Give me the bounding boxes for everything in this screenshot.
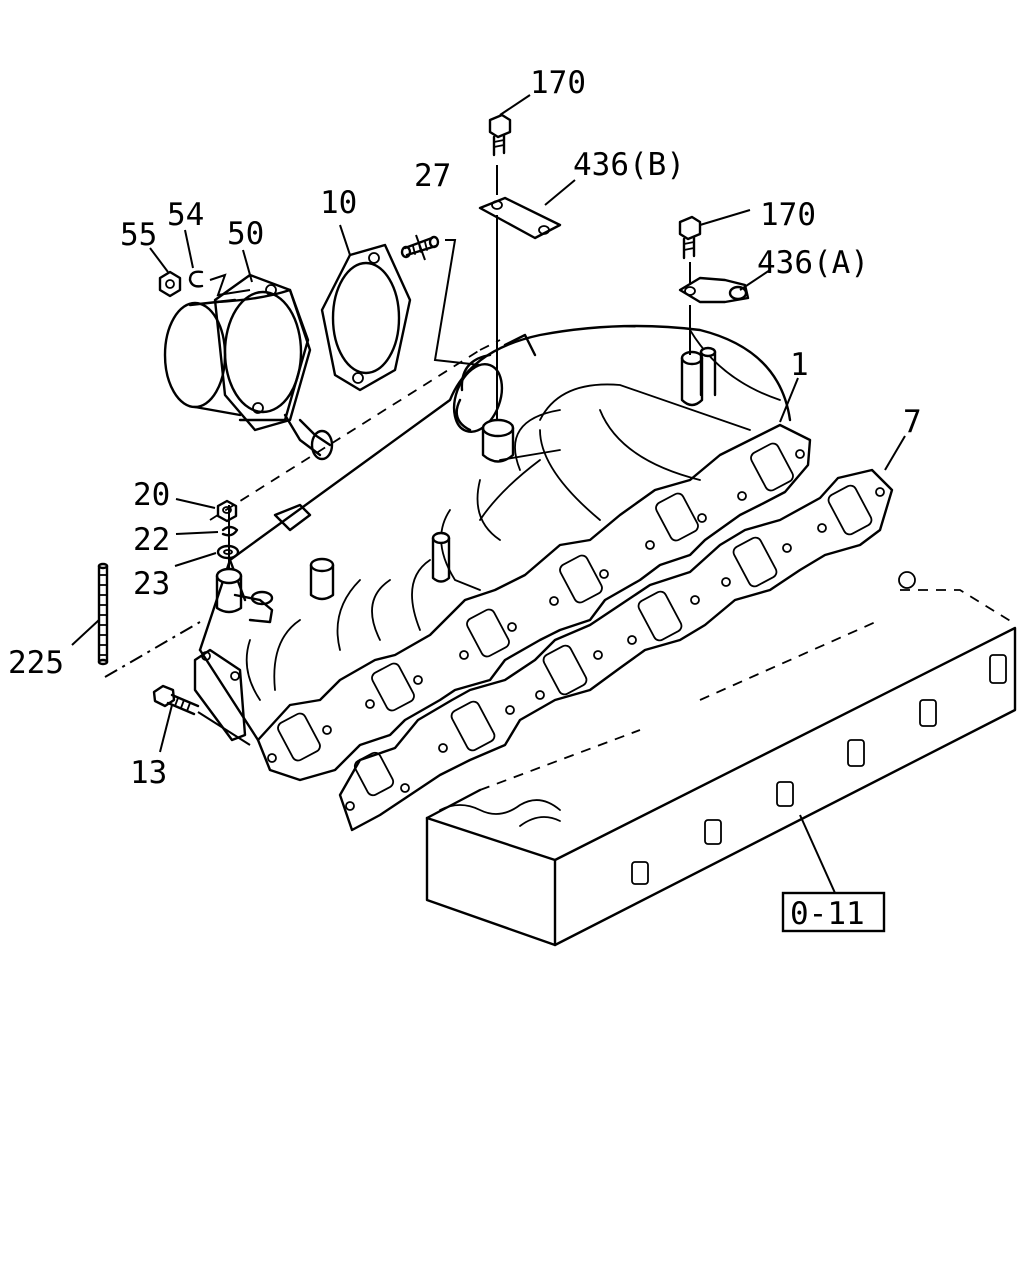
washer-22: [221, 525, 239, 537]
reference-box[interactable]: 0-11: [781, 891, 886, 933]
bolt-13: [152, 684, 200, 716]
callout-170-top: 170: [530, 65, 586, 101]
callout-22: 22: [133, 522, 170, 558]
manifold-boss: [481, 418, 515, 463]
bolt-170-right: [678, 215, 702, 260]
manifold-boss: [431, 531, 451, 583]
manifold-boss: [680, 346, 717, 407]
callout-27: 27: [414, 158, 451, 194]
manifold-boss: [215, 567, 274, 624]
callout-55: 55: [120, 217, 157, 253]
callout-436b: 436(B): [573, 147, 685, 183]
bracket-436b: [478, 196, 562, 240]
bracket-436a: [678, 276, 750, 304]
callout-54: 54: [167, 197, 204, 233]
callout-436a: 436(A): [757, 245, 869, 281]
callout-7: 7: [903, 404, 922, 440]
stud-225: [97, 562, 109, 666]
intake-manifold: [193, 324, 812, 782]
reference-label: 0-11: [790, 896, 865, 932]
elbow-gasket: [320, 243, 412, 392]
lock-washer-54: [188, 270, 204, 288]
callout-225: 225: [8, 645, 64, 681]
callout-23: 23: [133, 566, 170, 602]
nut-55: [158, 270, 182, 298]
callout-13: 13: [130, 755, 167, 791]
callout-10: 10: [320, 185, 357, 221]
manifold-boss: [309, 557, 335, 601]
callout-1: 1: [790, 347, 809, 383]
bolt-170-top: [488, 113, 512, 157]
callout-170-right: 170: [760, 197, 816, 233]
cylinder-head: [425, 571, 1017, 947]
callout-50: 50: [227, 216, 264, 252]
callout-20: 20: [133, 477, 170, 513]
inlet-elbow: [163, 273, 334, 461]
manifold-gasket: [338, 468, 894, 832]
nut-20: [216, 499, 238, 523]
